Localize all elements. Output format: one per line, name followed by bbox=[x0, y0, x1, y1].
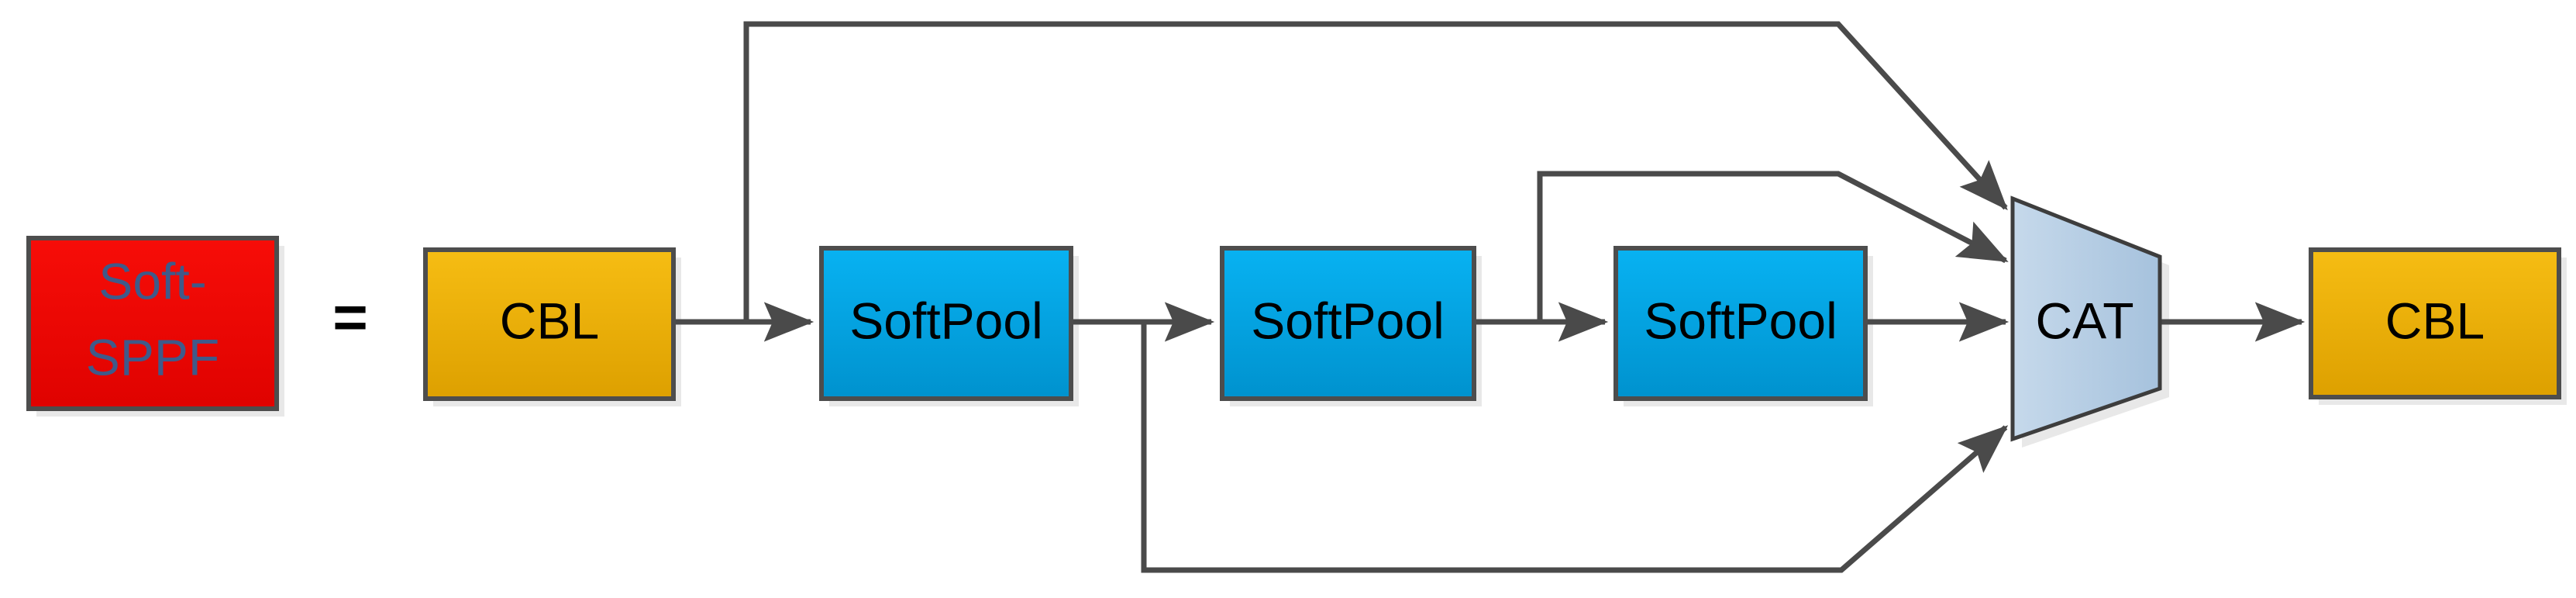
softpool-1-label: SoftPool bbox=[849, 292, 1043, 349]
softpool-1-box[interactable] bbox=[819, 246, 1073, 401]
equals-sign: = bbox=[332, 283, 368, 351]
skip-edge-cbl-to-cat bbox=[743, 21, 2008, 322]
cat-trapezoid[interactable] bbox=[2010, 195, 2162, 442]
cbl-in-label: CBL bbox=[500, 292, 599, 349]
node-soft-sppf[interactable]: Soft- SPPF bbox=[26, 236, 279, 411]
cbl-in-box[interactable] bbox=[423, 247, 676, 401]
softpool-3-box[interactable] bbox=[1613, 246, 1868, 401]
node-cat[interactable]: CAT bbox=[2010, 195, 2162, 442]
node-cbl-out[interactable]: CBL bbox=[2309, 247, 2561, 399]
node-softpool-1[interactable]: SoftPool bbox=[819, 246, 1073, 401]
node-cbl-in[interactable]: CBL bbox=[423, 247, 676, 401]
cbl-out-box[interactable] bbox=[2309, 247, 2561, 399]
softpool-2-box[interactable] bbox=[1220, 246, 1476, 401]
skip-edge-softpool1-to-cat bbox=[1141, 322, 2009, 573]
cbl-out-label: CBL bbox=[2385, 292, 2485, 349]
cat-label: CAT bbox=[2035, 292, 2133, 349]
soft-sppf-box[interactable] bbox=[26, 236, 279, 411]
node-softpool-2[interactable]: SoftPool bbox=[1220, 246, 1476, 401]
softpool-2-label: SoftPool bbox=[1251, 292, 1445, 349]
soft-sppf-label-line2: SPPF bbox=[86, 328, 219, 385]
softpool-3-label: SoftPool bbox=[1644, 292, 1837, 349]
skip-connections bbox=[743, 21, 2009, 573]
node-softpool-3[interactable]: SoftPool bbox=[1613, 246, 1868, 401]
soft-sppf-label-line1: Soft- bbox=[98, 252, 206, 309]
skip-edge-softpool2-to-cat bbox=[1537, 171, 2009, 322]
